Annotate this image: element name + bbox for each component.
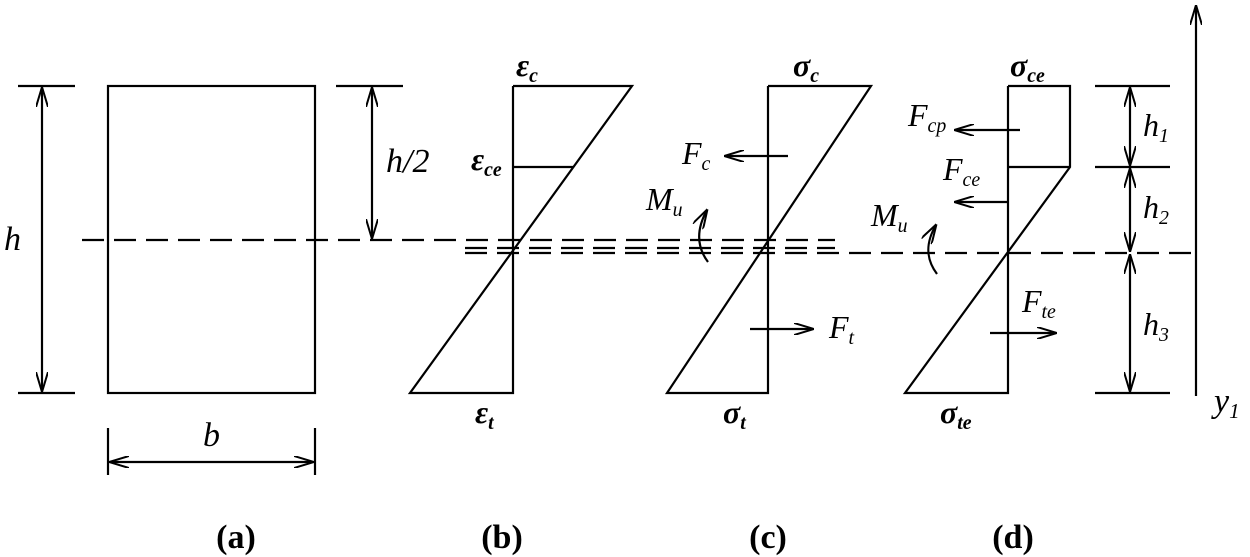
neutral-axis-lines (82, 238, 1195, 255)
moment-label: Mu (645, 181, 683, 221)
stress-profile-linear (664, 84, 874, 395)
caption-a: (a) (216, 519, 256, 556)
moment-arrow (699, 210, 708, 263)
stress-elastic-tensile-label: σte (940, 394, 972, 434)
h3-label: h3 (1143, 306, 1169, 346)
h2-label: h2 (1143, 189, 1169, 229)
stress-compressive-label: σc (793, 47, 819, 87)
panel-c-linear-stress: σc σt Fc Ft Mu (645, 47, 874, 434)
y1-axis-label: y1 (1211, 383, 1240, 423)
compressive-force-label: Fc (681, 135, 711, 175)
moment-label-d: Mu (870, 197, 908, 237)
strain-compressive-label: εc (516, 47, 538, 87)
moment-arrow-d (928, 225, 937, 275)
elastic-compressive-force-label: Fce (942, 151, 980, 191)
tensile-force-label: Ft (828, 309, 855, 349)
strain-tensile-label: εt (475, 394, 494, 434)
strain-elastic-label: εce (471, 141, 502, 181)
width-label: b (203, 417, 220, 454)
caption-d: (d) (992, 519, 1034, 556)
panel-b-strain-distribution: εc εce εt (407, 47, 635, 434)
stress-elastic-compressive-label: σce (1010, 47, 1045, 87)
depth-dimensions: h1 h2 h3 (1095, 84, 1170, 395)
captions: (a) (b) (c) (d) (216, 519, 1034, 556)
plastic-compressive-force-label: Fcp (907, 97, 946, 137)
h1-label: h1 (1143, 107, 1169, 147)
half-height-label: h/2 (386, 143, 429, 180)
panel-a-cross-section: h b h/2 (4, 84, 429, 475)
caption-c: (c) (749, 519, 787, 556)
y1-axis: y1 (1196, 6, 1240, 423)
panel-d-elastoplastic-stress: σce σte Fcp Fce Fte Mu (870, 47, 1072, 434)
elastic-tensile-force-label: Fte (1021, 283, 1056, 323)
caption-b: (b) (481, 519, 523, 556)
height-label: h (4, 221, 21, 258)
stress-tensile-label: σt (723, 394, 746, 434)
stress-profile-elastoplastic (902, 84, 1072, 395)
strain-profile (407, 84, 635, 395)
